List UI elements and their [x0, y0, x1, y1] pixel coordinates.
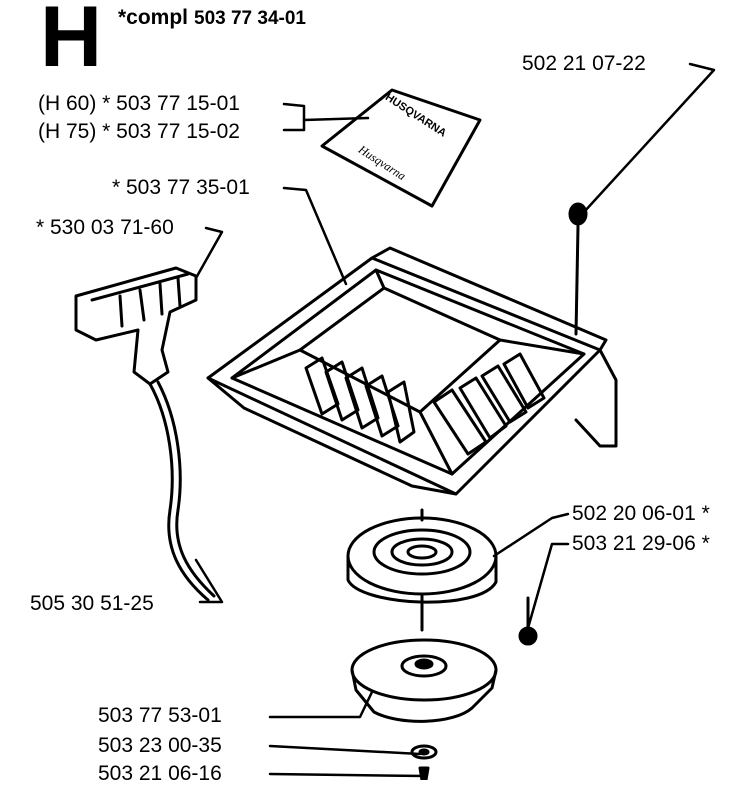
decal-text-bottom: Husqvarna: [355, 142, 408, 183]
label-washer: 503 23 00-35: [98, 734, 222, 757]
label-pulley: 503 77 53-01: [98, 704, 222, 727]
bolt: [418, 766, 430, 780]
label-decal-h75: (H 75) * 503 77 15-02: [38, 120, 240, 143]
starter-housing: [206, 246, 618, 496]
label-housing: * 503 77 35-01: [112, 176, 250, 199]
compl-number: 503 77 34-01: [194, 8, 307, 29]
leader-lines: [194, 62, 716, 778]
rewind-spring: [346, 508, 498, 632]
label-screw-side: 503 21 29-06 *: [572, 532, 710, 555]
label-decal-h60: (H 60) * 503 77 15-01: [38, 92, 240, 115]
label-spring: 502 20 06-01 *: [572, 502, 710, 525]
decal-plate: HUSQVARNA Husqvarna: [320, 88, 482, 208]
screw-top: [568, 202, 588, 336]
screw-side: [518, 596, 538, 646]
label-rope: 505 30 51-25: [30, 592, 154, 615]
washer: [410, 744, 438, 760]
label-screw-top: 502 21 07-22: [522, 52, 646, 75]
label-bolt: 503 21 06-16: [98, 762, 222, 785]
label-handle: * 530 03 71-60: [36, 216, 174, 239]
pulley: [350, 638, 498, 723]
starter-handle: [74, 266, 198, 386]
starter-rope: [148, 380, 216, 602]
compl-label: *compl: [118, 6, 189, 29]
section-letter: H: [40, 0, 103, 85]
